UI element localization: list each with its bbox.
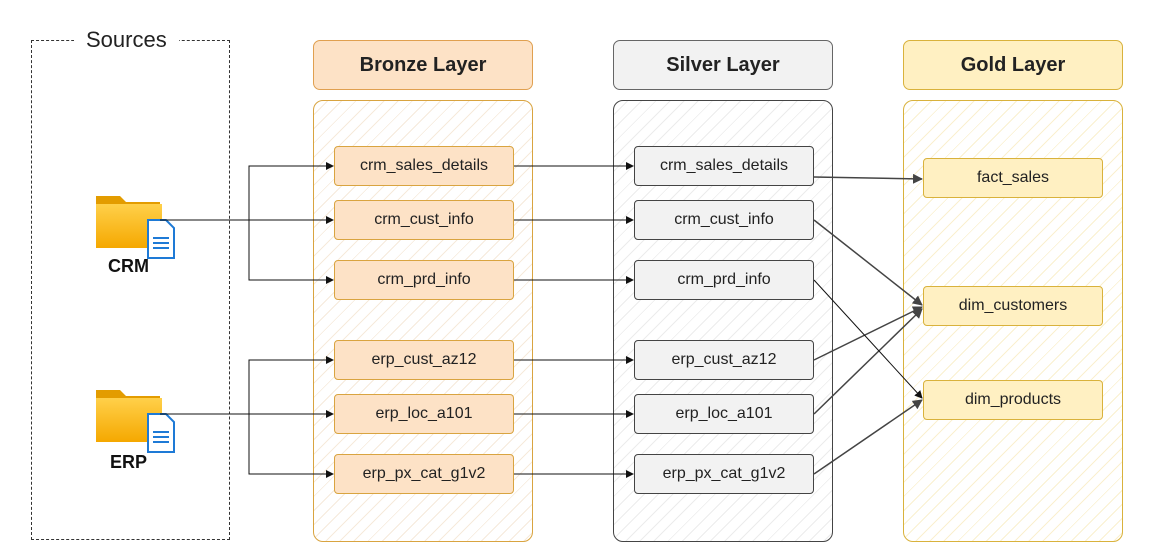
connector-silver-gold (813, 219, 923, 306)
crm-source: CRM (94, 190, 184, 280)
bronze-crm-prd-info: crm_prd_info (334, 260, 514, 300)
folder-document-icon (96, 196, 175, 259)
connector-silver-gold (813, 279, 923, 399)
gold-dim-products: dim_products (923, 380, 1103, 420)
silver-erp-px-cat-g1v2: erp_px_cat_g1v2 (634, 454, 814, 494)
crm-label: CRM (108, 256, 149, 276)
connector-silver-gold (813, 306, 923, 361)
silver-erp-cust-az12: erp_cust_az12 (634, 340, 814, 380)
silver-layer-header: Silver Layer (613, 40, 833, 90)
erp-label: ERP (110, 452, 148, 472)
connector-silver-gold (813, 399, 923, 475)
connector-silver-gold (813, 308, 923, 415)
connector-crm (248, 162, 334, 220)
silver-crm-cust-info: crm_cust_info (634, 200, 814, 240)
bronze-crm-cust-info: crm_cust_info (334, 200, 514, 240)
sources-title: Sources (74, 26, 179, 54)
bronze-layer-header: Bronze Layer (313, 40, 533, 90)
silver-erp-loc-a101: erp_loc_a101 (634, 394, 814, 434)
bronze-erp-px-cat-g1v2: erp_px_cat_g1v2 (334, 454, 514, 494)
connector-erp (248, 356, 334, 414)
gold-fact-sales: fact_sales (923, 158, 1103, 198)
connector-silver-gold (813, 173, 923, 184)
bronze-erp-cust-az12: erp_cust_az12 (334, 340, 514, 380)
bronze-crm-sales-details: crm_sales_details (334, 146, 514, 186)
silver-crm-sales-details: crm_sales_details (634, 146, 814, 186)
gold-layer-header: Gold Layer (903, 40, 1123, 90)
connector-crm (248, 220, 334, 284)
gold-dim-customers: dim_customers (923, 286, 1103, 326)
connector-erp (248, 414, 334, 478)
silver-crm-prd-info: crm_prd_info (634, 260, 814, 300)
bronze-erp-loc-a101: erp_loc_a101 (334, 394, 514, 434)
